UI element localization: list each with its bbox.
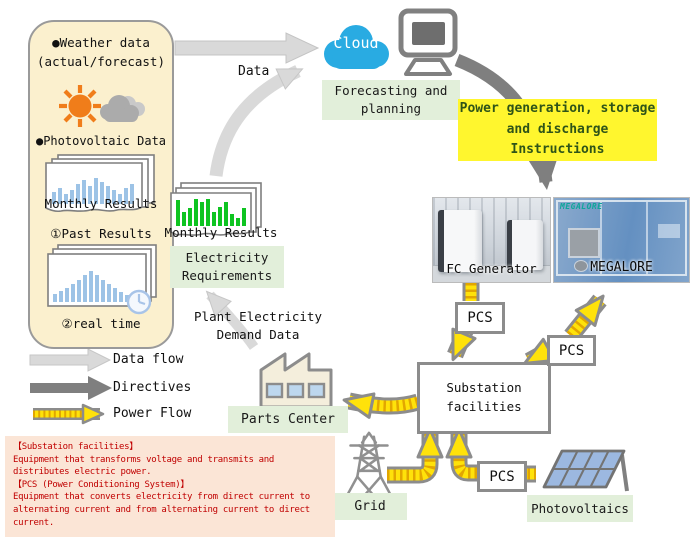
real-time-label: ②real time [61,316,141,331]
data-flow-arrow-factory-to-requirements [205,290,259,350]
megalore-door-panel [568,228,600,258]
sun-cloud-icon [56,80,148,132]
power-flow-arrow-grid-to-substation [387,427,444,484]
data-flow-arrow-results-to-cloud [209,65,304,177]
weather-data-title: ●Weather data (actual/forecast) [37,35,165,69]
fc-generator-photo: FC Generator [432,197,551,283]
legend-power-flow-label: Power Flow [113,406,192,421]
parts-center-label: Parts Center [228,406,348,433]
fuel-cell-unit-left [438,210,482,272]
instructions-text: Power generation, storage and discharge … [450,94,665,166]
electricity-requirements-label: Electricity Requirements [170,246,284,288]
grid-label: Grid [333,493,407,520]
power-flow-arrow-megalore-pcs-to-substation [523,337,557,369]
instructions-highlight: Power generation, storage and discharge … [457,98,658,162]
computer-icon [392,8,464,78]
definitions-note: 【Substation facilities】 Equipment that t… [5,436,335,537]
legend-data-flow-label: Data flow [113,352,184,367]
megalore-label: MEGALORE [590,260,653,275]
power-flow-arrow-pcs-to-megalore [564,294,607,342]
pcs-box-fc: PCS [455,302,505,334]
data-flow-arrow-panel-to-cloud [174,32,320,64]
plant-demand-label: Plant Electricity Demand Data [194,308,322,342]
legend-data-flow-arrow [29,348,112,372]
photovoltaic-data-title: ●Photovoltaic Data [35,134,167,148]
legend-directives-label: Directives [113,380,192,395]
megalore-photo: MEGALORE MEGALORE [553,197,690,283]
legend-directives-arrow [30,376,112,400]
power-flow-arrow-substation-to-partscenter [342,392,421,419]
cloud-label: Cloud [333,34,379,52]
data-label: Data [238,64,270,79]
solar-panel-icon [538,447,632,497]
past-results-label: ①Past Results [50,226,152,241]
grid-pylon-icon [336,428,402,500]
weather-data-panel: ●Weather data (actual/forecast) ●Photovo… [28,20,174,349]
substation-facilities-box: Substation facilities [417,362,551,434]
factory-icon [258,348,334,410]
fc-generator-label: FC Generator [446,261,537,276]
power-flow-arrow-pv-pcs-to-substation [445,427,477,482]
monthly-results-label: Monthly Results [44,196,158,211]
pcs-box-photovoltaics: PCS [477,461,527,492]
monthly-results-document-icon [42,154,160,220]
monthly-results-green-label: Monthly Results [164,225,278,240]
fuel-cell-unit-right [507,220,543,270]
forecasting-planning-label: Forecasting and planning [322,80,460,120]
cloud-icon [316,20,396,76]
photovoltaics-label: Photovoltaics [527,495,633,522]
clock-icon [126,289,152,315]
monthly-results-green-document-icon [168,182,264,244]
pcs-box-megalore: PCS [547,335,596,366]
megalore-logo: MEGALORE [560,202,603,211]
realtime-chart-document-icon [44,244,162,316]
